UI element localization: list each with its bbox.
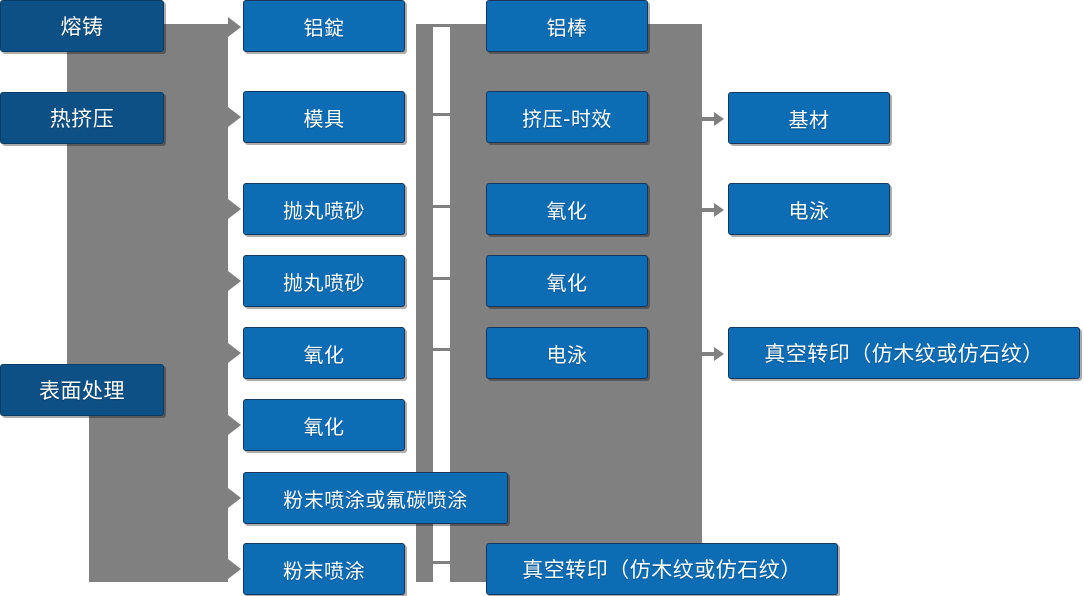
process-arrow-4 <box>228 271 241 291</box>
output-arrow-3 <box>702 347 724 361</box>
process-box-1[interactable]: 铝錠 <box>243 0 405 52</box>
stage3-stub <box>164 389 186 391</box>
middle-link-3 <box>433 205 450 208</box>
process-arrow-3 <box>228 199 241 219</box>
output-arrow-2 <box>702 203 724 217</box>
process-arrow-2 <box>228 107 241 127</box>
output-box-1[interactable]: 基材 <box>728 92 890 144</box>
middle-link-1 <box>433 24 450 27</box>
process-box-4[interactable]: 抛丸喷砂 <box>243 255 405 307</box>
process-box-3[interactable]: 抛丸喷砂 <box>243 183 405 235</box>
process-box-1-label: 铝錠 <box>303 15 345 40</box>
process-arrow-6 <box>228 415 241 435</box>
middle-link-2 <box>433 113 450 116</box>
subprocess-box-5[interactable]: 电泳 <box>486 327 648 379</box>
output-box-2-label: 电泳 <box>788 198 830 223</box>
subprocess-box-1-label: 铝棒 <box>546 15 588 40</box>
subprocess-box-3[interactable]: 氧化 <box>486 183 648 235</box>
process-box-7[interactable]: 粉末喷涂或氟碳喷涂 <box>243 472 508 524</box>
output-box-2[interactable]: 电泳 <box>728 183 890 235</box>
stage-spine-arrow-1 <box>68 66 88 77</box>
process-box-5-label: 氧化 <box>303 342 345 367</box>
process-box-6-label: 氧化 <box>303 414 345 439</box>
process-arrow-7 <box>228 488 241 508</box>
process-collector-bar <box>416 24 433 582</box>
process-arrow-1 <box>228 17 241 37</box>
stage-box-2[interactable]: 热挤压 <box>0 92 164 144</box>
subprocess-box-6[interactable]: 真空转印（仿木纹或仿石纹） <box>486 543 838 595</box>
subprocess-box-2[interactable]: 挤压-时效 <box>486 91 648 143</box>
middle-link-6 <box>433 561 450 564</box>
stage-box-2-label: 热挤压 <box>49 107 115 131</box>
subprocess-box-5-label: 电泳 <box>546 342 588 367</box>
subprocess-box-1[interactable]: 铝棒 <box>486 0 648 52</box>
process-box-5[interactable]: 氧化 <box>243 327 405 379</box>
process-box-4-label: 抛丸喷砂 <box>283 270 365 295</box>
stage-box-1[interactable]: 熔铸 <box>0 0 164 52</box>
subprocess-box-4[interactable]: 氧化 <box>486 255 648 307</box>
output-box-3[interactable]: 真空转印（仿木纹或仿石纹） <box>728 327 1080 379</box>
subprocess-box-4-label: 氧化 <box>546 270 588 295</box>
middle-link-5 <box>433 348 450 351</box>
process-box-8-label: 粉末喷涂 <box>283 558 365 583</box>
process-box-6[interactable]: 氧化 <box>243 399 405 451</box>
subprocess-box-3-label: 氧化 <box>546 198 588 223</box>
process-box-7-label: 粉末喷涂或氟碳喷涂 <box>283 487 468 512</box>
stage-box-3[interactable]: 表面处理 <box>0 364 164 416</box>
output-box-3-label: 真空转印（仿木纹或仿石纹） <box>764 342 1044 366</box>
process-box-3-label: 抛丸喷砂 <box>283 198 365 223</box>
output-arrow-1 <box>702 112 724 126</box>
middle-link-4 <box>433 277 450 280</box>
subprocess-box-2-label: 挤压-时效 <box>522 106 612 131</box>
process-arrow-5 <box>228 343 241 363</box>
subprocess-box-6-label: 真空转印（仿木纹或仿石纹） <box>522 558 802 582</box>
stage-box-1-label: 熔铸 <box>60 15 104 39</box>
process-box-8[interactable]: 粉末喷涂 <box>243 543 405 595</box>
stage-spine-arrow-2 <box>68 325 88 336</box>
output-box-1-label: 基材 <box>788 107 830 132</box>
process-arrow-8 <box>228 559 241 579</box>
stage-box-3-label: 表面处理 <box>39 379 125 403</box>
process-box-2-label: 模具 <box>303 106 345 131</box>
process-box-2[interactable]: 模具 <box>243 91 405 143</box>
